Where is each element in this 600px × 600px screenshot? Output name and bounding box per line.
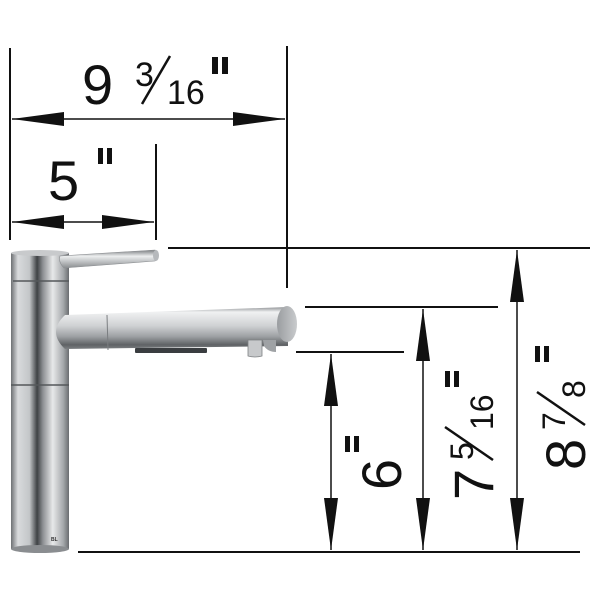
faucet-body [11, 253, 69, 549]
lever-tip [153, 250, 159, 261]
aerator-nozzle-inner [263, 340, 276, 352]
spout-top-height-dimension [416, 309, 430, 550]
svg-text:16: 16 [464, 394, 500, 430]
faucet-base [11, 545, 69, 553]
spout-base-label: 5 [48, 149, 79, 212]
height-extension-lines [78, 247, 590, 553]
spout-base-dimension [12, 144, 157, 240]
overall-reach-fraction-num: 3 [135, 56, 154, 94]
brand-mark: BL [51, 537, 58, 543]
overall-height-dimension [510, 250, 524, 550]
svg-text:7: 7 [442, 469, 505, 500]
overall-height-label: 8 7 8 [534, 346, 597, 470]
svg-text:8: 8 [556, 380, 592, 398]
faucet-illustration: BL [11, 249, 297, 553]
overall-reach-fraction-slash [140, 55, 172, 105]
pull-out-spout [56, 307, 288, 349]
lever-handle [59, 249, 159, 269]
spout-end [277, 306, 297, 342]
overall-reach-label: 9 [82, 53, 113, 116]
faucet-cap [11, 250, 69, 256]
aerator-height-dimension [324, 354, 338, 550]
svg-text:8: 8 [534, 439, 597, 470]
aerator-nozzle [247, 339, 263, 358]
overall-reach-inch-mark [212, 57, 228, 74]
svg-text:6: 6 [350, 459, 413, 490]
spray-toggle-strip [135, 348, 207, 353]
aerator-height-label: 6 [345, 436, 413, 490]
overall-reach-whole: 9 [82, 53, 113, 116]
spout-top-height-label: 7 5 16 [442, 371, 505, 500]
overall-reach-fraction-den: 16 [167, 74, 205, 112]
spout-base-inch-mark [98, 148, 112, 164]
svg-text:5: 5 [444, 442, 480, 460]
svg-text:7: 7 [536, 412, 572, 430]
spout-seam [106, 314, 109, 351]
